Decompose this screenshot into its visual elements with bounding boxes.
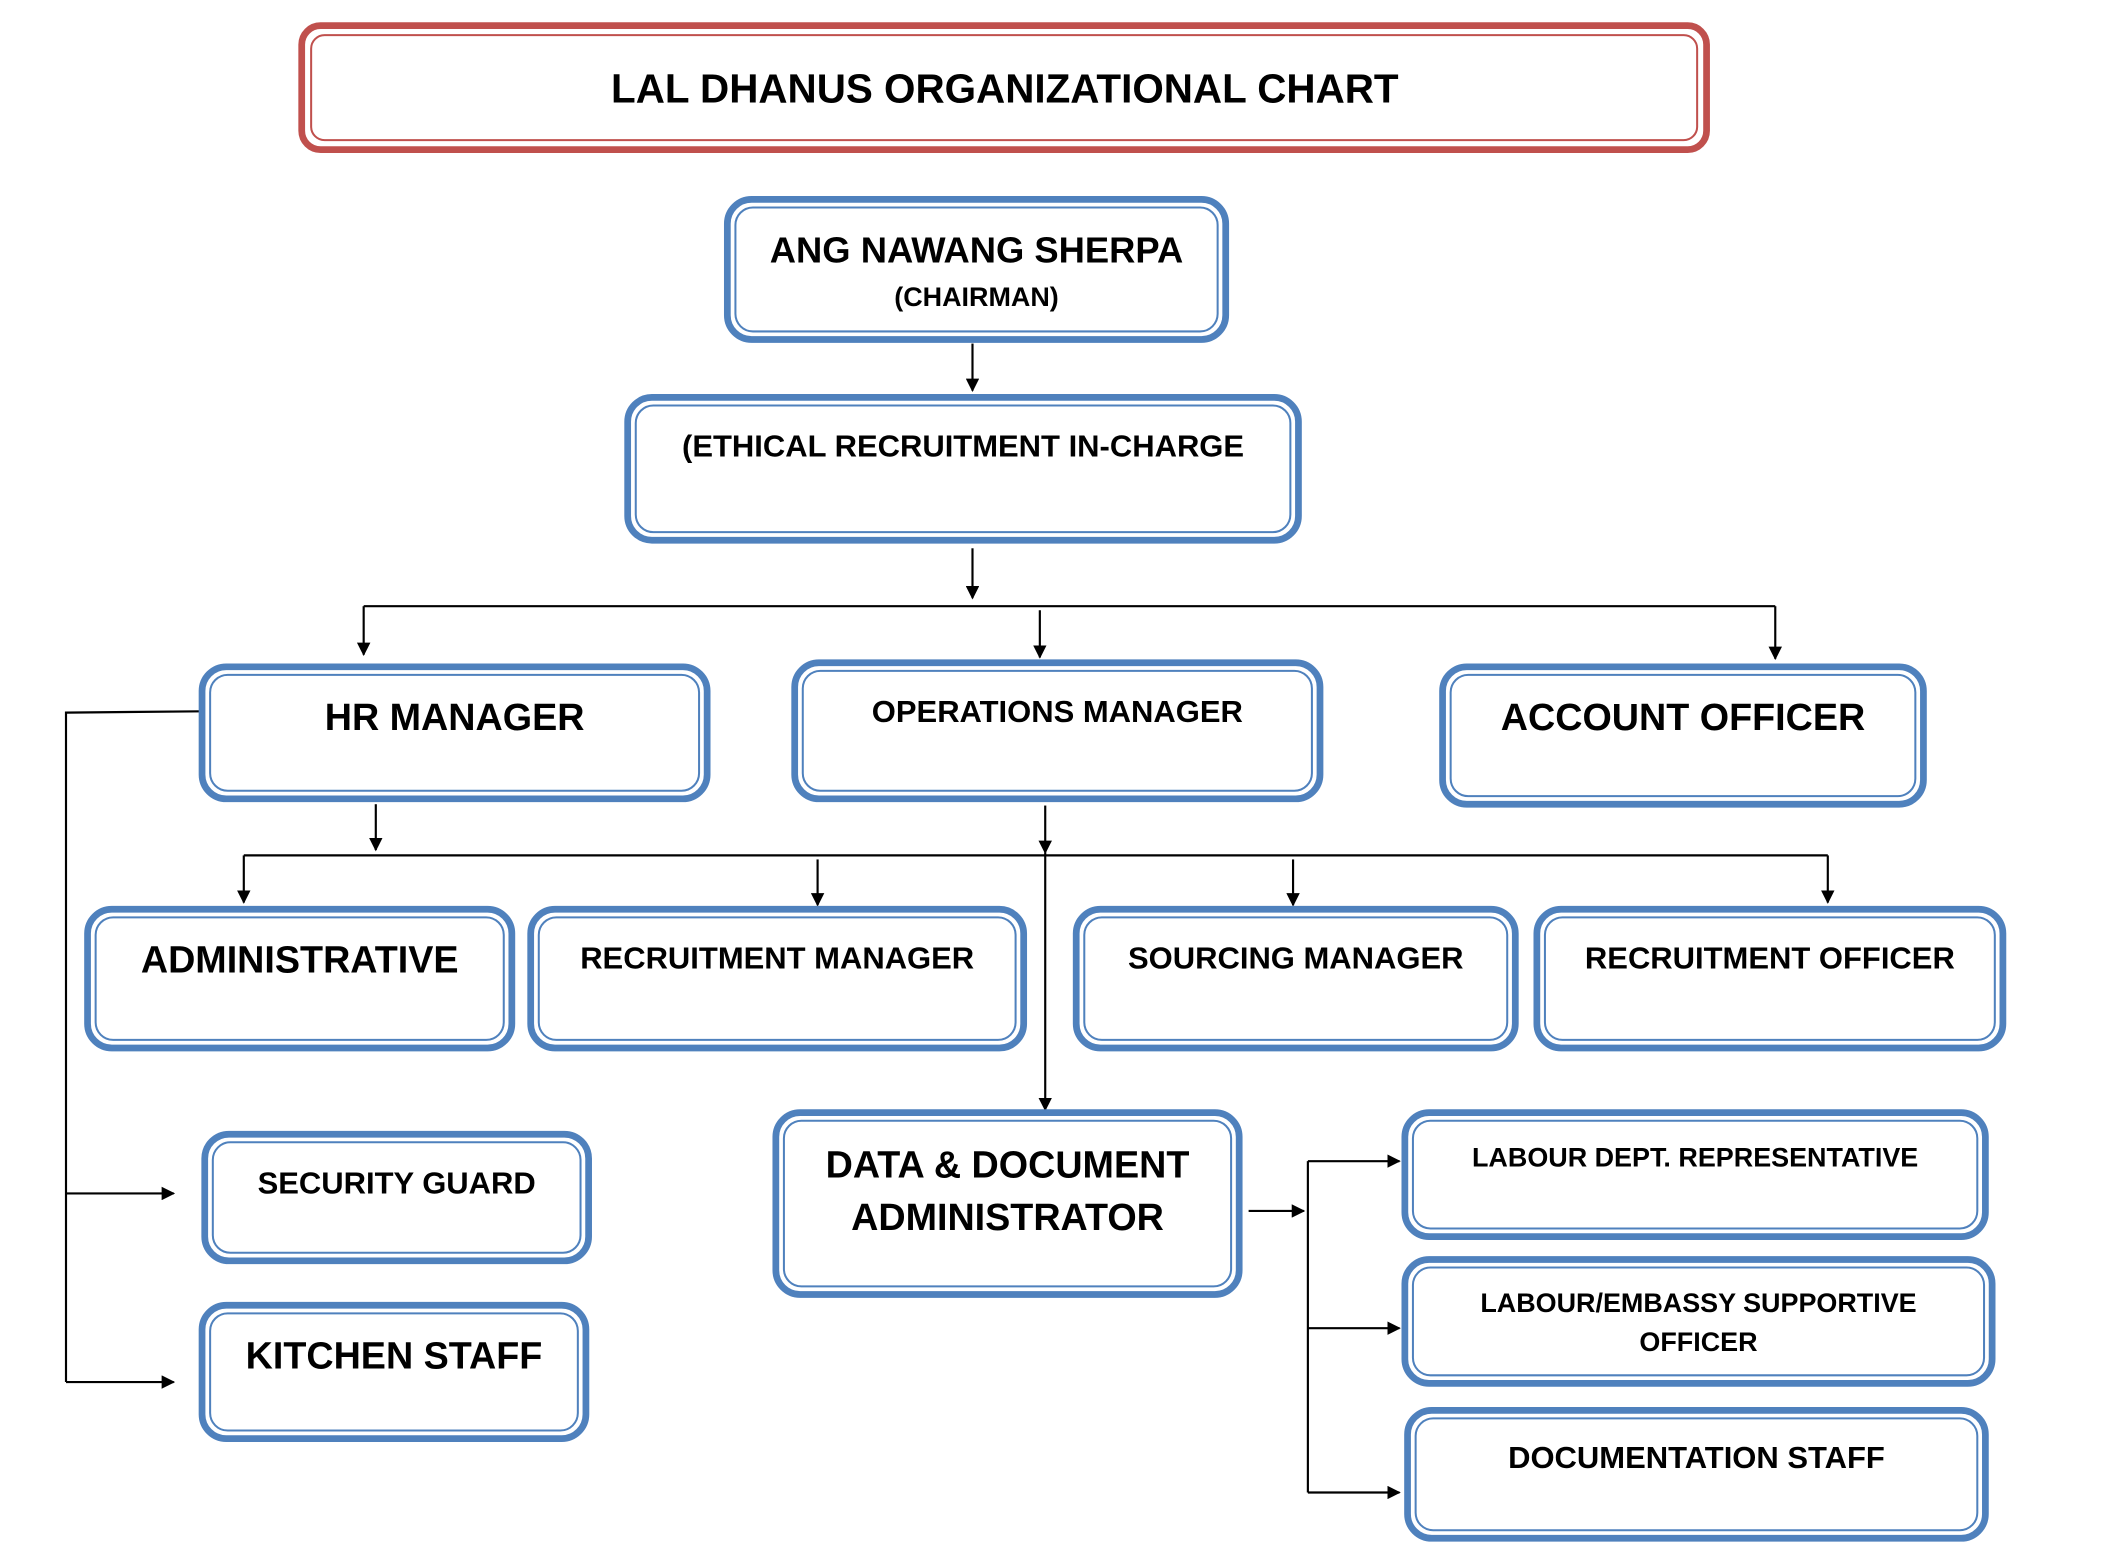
node-label: ANG NAWANG SHERPA	[770, 230, 1183, 271]
node-box-outer	[772, 1109, 1243, 1298]
nodes: ANG NAWANG SHERPA (CHAIRMAN) (ETHICAL RECR…	[84, 196, 2007, 1542]
node-label: LABOUR/EMBASSY SUPPORTIVE	[1480, 1288, 1916, 1318]
node-box-inner	[1083, 916, 1509, 1041]
node-label: SECURITY GUARD	[258, 1165, 536, 1200]
node-box-inner	[209, 1312, 579, 1432]
node-security-guard: SECURITY GUARD	[201, 1130, 592, 1265]
node-box-inner	[782, 1119, 1233, 1288]
connector-hr-side-bus	[64, 710, 203, 1383]
node-recruitment-officer: RECRUITMENT OFFICER	[1533, 905, 2007, 1052]
node-box-outer	[791, 659, 1324, 803]
node-documentation-staff: DOCUMENTATION STAFF	[1404, 1406, 1989, 1542]
node-box-inner	[1411, 1266, 1986, 1377]
node-box-outer	[1072, 905, 1519, 1052]
node-kitchen-staff: KITCHEN STAFF	[198, 1301, 590, 1442]
node-box-inner	[801, 669, 1313, 792]
node-label: ADMINISTRATOR	[851, 1196, 1164, 1238]
node-box-outer	[198, 1301, 590, 1442]
node-label: LABOUR DEPT. REPRESENTATIVE	[1472, 1143, 1918, 1173]
node-box-inner	[94, 916, 505, 1041]
node-box-outer	[1533, 905, 2007, 1052]
node-box-outer	[1401, 1109, 1989, 1240]
node-ethical: (ETHICAL RECRUITMENT IN-CHARGE	[624, 394, 1302, 544]
node-label: KITCHEN STAFF	[246, 1335, 543, 1377]
node-box-inner	[1449, 673, 1917, 798]
node-subtitle: (CHAIRMAN)	[894, 282, 1059, 312]
node-box-inner	[209, 673, 701, 792]
node-label: DATA & DOCUMENT	[826, 1143, 1190, 1185]
node-box-outer	[723, 196, 1230, 343]
node-label: ADMINISTRATIVE	[141, 939, 459, 981]
node-box-outer	[198, 663, 711, 803]
node-label: (ETHICAL RECRUITMENT IN-CHARGE	[682, 429, 1244, 464]
node-labour-dept-rep: LABOUR DEPT. REPRESENTATIVE	[1401, 1109, 1989, 1240]
node-label: OFFICER	[1639, 1327, 1757, 1357]
chart-title: LAL DHANUS ORGANIZATIONAL CHART	[611, 65, 1399, 111]
node-box-inner	[537, 916, 1017, 1041]
node-box-outer	[527, 905, 1028, 1052]
node-box-outer	[84, 905, 516, 1052]
node-recruitment-manager: RECRUITMENT MANAGER	[527, 905, 1028, 1052]
node-box-inner	[211, 1141, 582, 1254]
node-box-inner	[1543, 916, 1996, 1041]
node-hr-manager: HR MANAGER	[198, 663, 711, 803]
node-box-inner	[634, 404, 1292, 534]
node-box-outer	[1401, 1256, 1996, 1387]
node-label: RECRUITMENT MANAGER	[580, 941, 974, 976]
node-administrative: ADMINISTRATIVE	[84, 905, 516, 1052]
node-operations-manager: OPERATIONS MANAGER	[791, 659, 1324, 803]
connectors	[64, 343, 1835, 1500]
node-box-outer	[624, 394, 1302, 544]
node-account-officer: ACCOUNT OFFICER	[1439, 663, 1927, 808]
node-label: HR MANAGER	[325, 696, 585, 738]
node-sourcing-manager: SOURCING MANAGER	[1072, 905, 1519, 1052]
node-labour-embassy-officer: LABOUR/EMBASSY SUPPORTIVE OFFICER	[1401, 1256, 1996, 1387]
node-box-outer	[1439, 663, 1927, 808]
node-box-inner	[734, 206, 1219, 333]
node-label: RECRUITMENT OFFICER	[1585, 941, 1955, 976]
node-data-document-admin: DATA & DOCUMENT ADMINISTRATOR	[772, 1109, 1243, 1298]
node-box-inner	[1411, 1119, 1979, 1230]
node-box-outer	[1404, 1406, 1989, 1542]
node-label: OPERATIONS MANAGER	[872, 694, 1243, 729]
node-box-outer	[201, 1130, 592, 1265]
title-box: LAL DHANUS ORGANIZATIONAL CHART	[298, 22, 1710, 153]
node-label: SOURCING MANAGER	[1128, 941, 1464, 976]
node-label: ACCOUNT OFFICER	[1501, 696, 1865, 738]
node-chairman: ANG NAWANG SHERPA (CHAIRMAN)	[723, 196, 1230, 343]
node-label: DOCUMENTATION STAFF	[1508, 1440, 1885, 1475]
node-box-inner	[1414, 1417, 1979, 1532]
